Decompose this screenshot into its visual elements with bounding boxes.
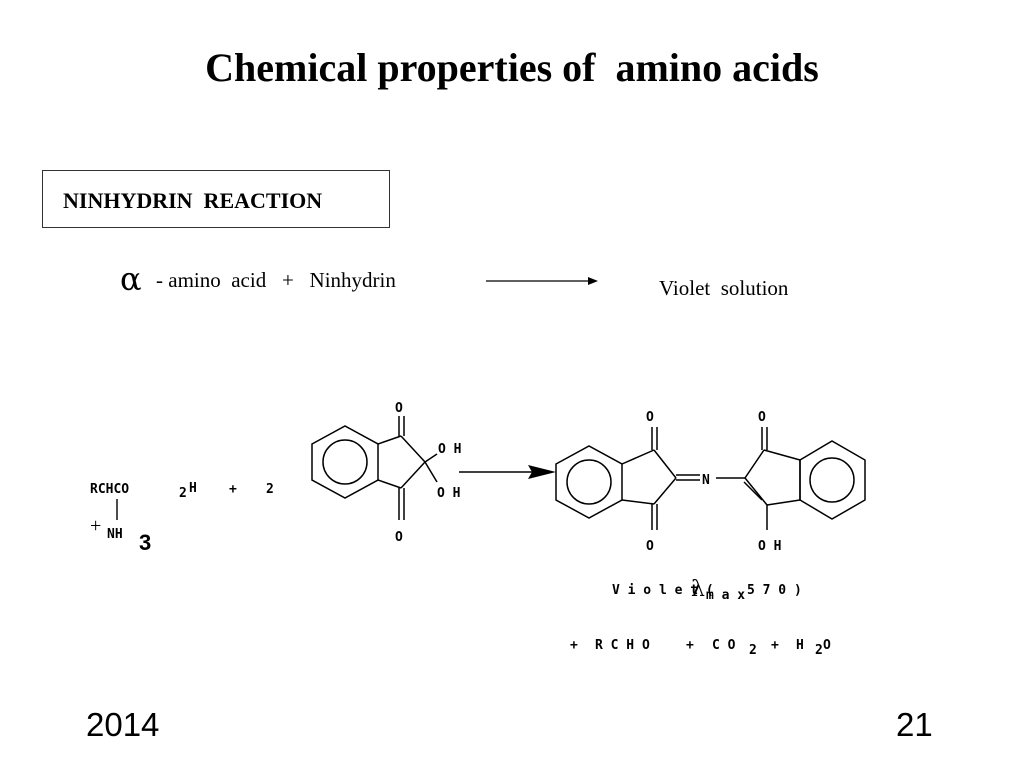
product-o-left-top: O bbox=[646, 410, 654, 425]
reactant-subscript: 2 bbox=[179, 486, 187, 501]
violet-label: V i o l e t ( bbox=[612, 583, 714, 598]
byproduct-co: C O bbox=[712, 638, 736, 653]
ninhydrin-structure bbox=[311, 416, 438, 520]
footer-page-number: 21 bbox=[896, 706, 933, 743]
product-structure bbox=[555, 427, 866, 530]
violet-wavelength: 5 7 0 ) bbox=[747, 583, 802, 598]
equation-product: Violet solution bbox=[659, 276, 789, 300]
reaction-box bbox=[42, 170, 390, 228]
product-oh: O H bbox=[758, 539, 781, 554]
ninhydrin-oh-top: O H bbox=[438, 442, 461, 457]
footer-year: 2014 bbox=[86, 706, 160, 743]
ninhydrin-oh-bottom: O H bbox=[437, 486, 460, 501]
lambda-symbol: λ bbox=[691, 577, 705, 602]
product-o-right-top: O bbox=[758, 410, 766, 425]
equation-arrow bbox=[486, 277, 598, 285]
reactant-h: H bbox=[189, 481, 197, 496]
nh-label: NH bbox=[107, 527, 123, 542]
product-nitrogen: N bbox=[702, 473, 710, 488]
reactant-label: RCHCO bbox=[90, 482, 129, 497]
lambda-max-subscript: m a x bbox=[706, 588, 745, 603]
reaction-box-label: NINHYDRIN REACTION bbox=[63, 188, 323, 213]
ninhydrin-o-top: O bbox=[395, 401, 403, 416]
byproduct-rcho: R C H O bbox=[595, 638, 650, 653]
byproduct-h: H bbox=[796, 638, 804, 653]
byproduct-h-subscript: 2 bbox=[815, 643, 823, 658]
byproduct-o: O bbox=[823, 638, 831, 653]
byproduct-plus-1: + bbox=[570, 638, 578, 653]
equation-reactants: - amino acid + Ninhydrin bbox=[156, 268, 396, 292]
alpha-symbol: α bbox=[120, 260, 142, 298]
reaction-arrow bbox=[459, 465, 556, 479]
nh-plus-charge: + bbox=[90, 515, 102, 537]
byproduct-plus-3: + bbox=[771, 638, 779, 653]
ninhydrin-o-bottom: O bbox=[395, 530, 403, 545]
byproduct-co-subscript: 2 bbox=[749, 643, 757, 658]
byproduct-plus-2: + bbox=[686, 638, 694, 653]
plus-sign: + bbox=[229, 482, 237, 497]
product-o-left-bottom: O bbox=[646, 539, 654, 554]
slide-title: Chemical properties of amino acids bbox=[205, 45, 819, 90]
nh-subscript-three: 3 bbox=[139, 530, 152, 555]
coefficient: 2 bbox=[266, 482, 274, 497]
